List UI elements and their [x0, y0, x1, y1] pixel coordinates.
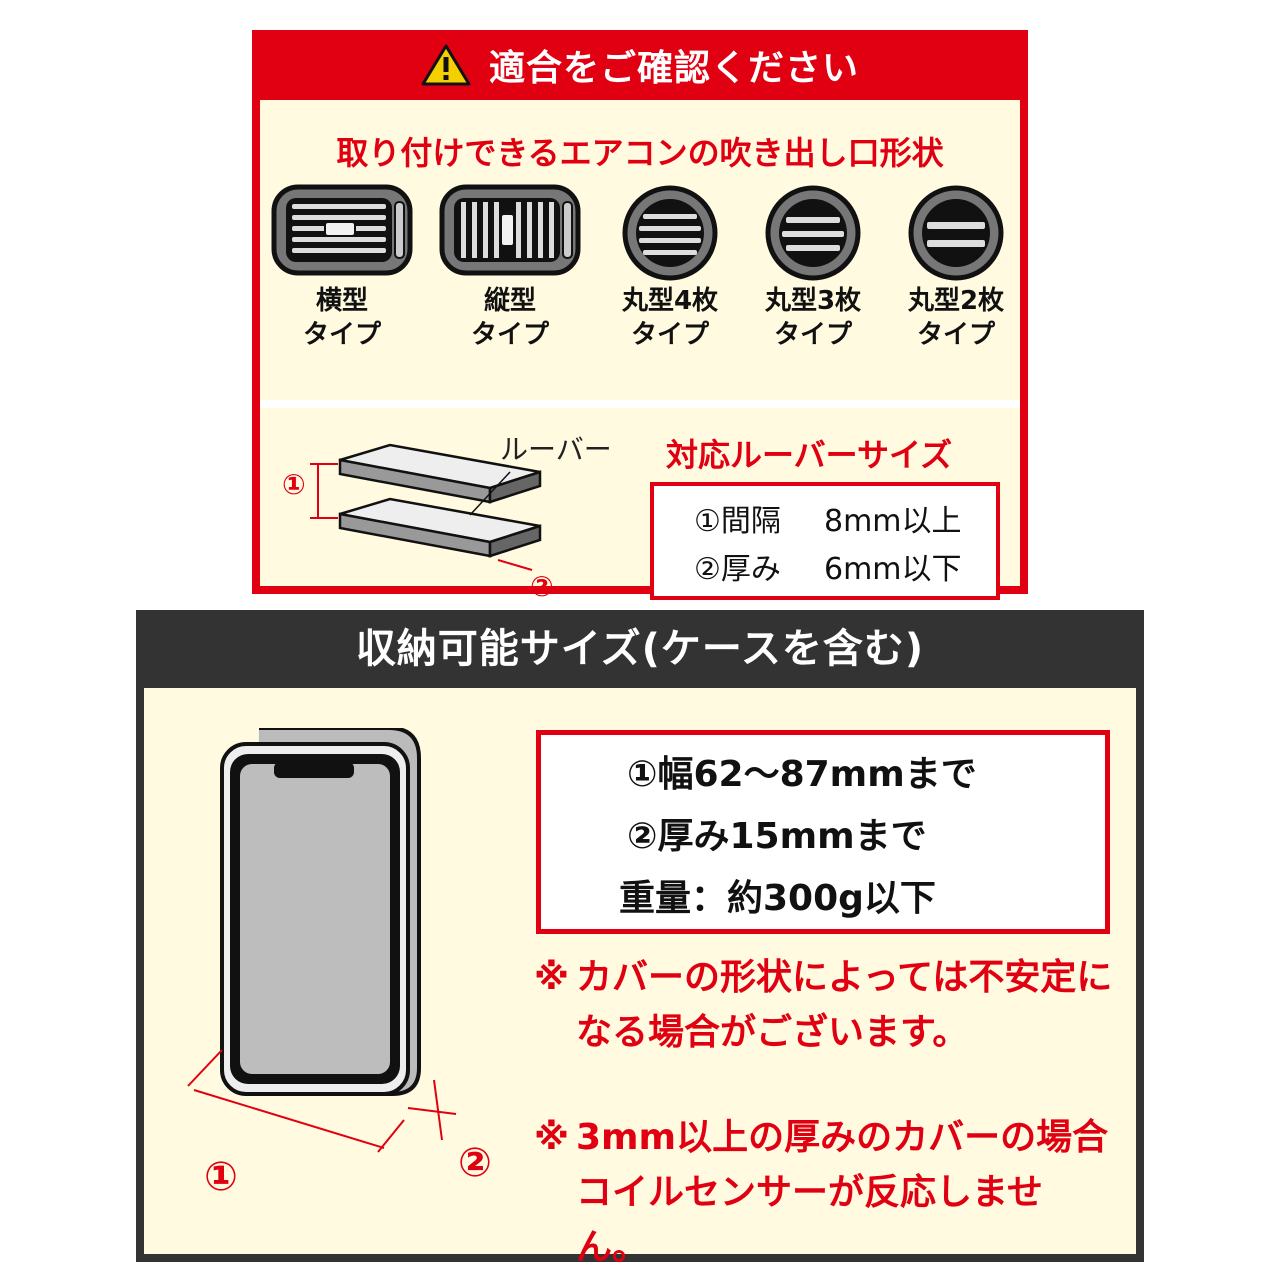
section-divider — [260, 400, 1020, 408]
louver-thickness-marker: ② — [530, 570, 554, 603]
round-4-vent-icon — [622, 185, 718, 281]
storage-title: 収納可能サイズ(ケースを含む) — [355, 626, 925, 672]
storage-spec-box: ①幅62～87mmまで ②厚み15mmまで 重量：約300g以下 — [536, 730, 1110, 934]
round-2-vent-icon — [908, 185, 1004, 281]
compatibility-header: 適合をご確認ください — [252, 30, 1028, 100]
spec-width: ①幅62～87mmまで — [627, 754, 977, 795]
louver-size-title: 対応ルーバーサイズ — [666, 436, 953, 474]
vent-label-horizontal: 横型タイプ — [302, 286, 381, 350]
spec-thickness: ②厚み15mmまで — [627, 816, 927, 857]
compatibility-title: 適合をご確認ください — [488, 48, 859, 89]
louver-spacing-marker: ① — [282, 468, 306, 501]
round-3-vent-icon — [765, 185, 861, 281]
spec-weight: 重量：約300g以下 — [619, 878, 936, 919]
vent-label-round-2: 丸型2枚タイプ — [907, 286, 1005, 350]
vent-label-round-4: 丸型4枚タイプ — [621, 286, 719, 350]
storage-body: ① ② ①幅62～87mmまで ②厚み15mmまで 重量：約300g以下 ※ カ… — [144, 688, 1136, 1268]
phone-illustration — [187, 728, 457, 1153]
warning-icon — [421, 44, 471, 86]
compatibility-body: 取り付けできるエアコンの吹き出し口形状 — [260, 100, 1020, 603]
thickness-marker: ② — [458, 1140, 492, 1186]
vent-shapes-heading: 取り付けできるエアコンの吹き出し口形状 — [336, 134, 944, 172]
note-coil-sensor: ※ 3mm以上の厚みのカバーの場合コイルセンサーが反応しません。 — [534, 1117, 1109, 1268]
storage-panel: 収納可能サイズ(ケースを含む) ① ② ①幅62～87mmまで ②厚み15mmま… — [136, 610, 1144, 1268]
note-cover-shape: ※ カバーの形状によっては不安定になる場合がございます。 — [534, 957, 1113, 1053]
width-marker: ① — [204, 1154, 238, 1200]
louver-diagram — [310, 443, 542, 571]
vent-label-round-3: 丸型3枚タイプ — [764, 286, 862, 350]
vent-label-vertical: 縦型タイプ — [470, 286, 549, 350]
horizontal-vent-icon — [271, 184, 413, 276]
compatibility-panel: 適合をご確認ください 取り付けできるエアコンの吹き出し口形状 — [252, 30, 1028, 603]
vertical-vent-icon — [439, 184, 581, 276]
louver-label: ルーバー — [500, 433, 612, 466]
